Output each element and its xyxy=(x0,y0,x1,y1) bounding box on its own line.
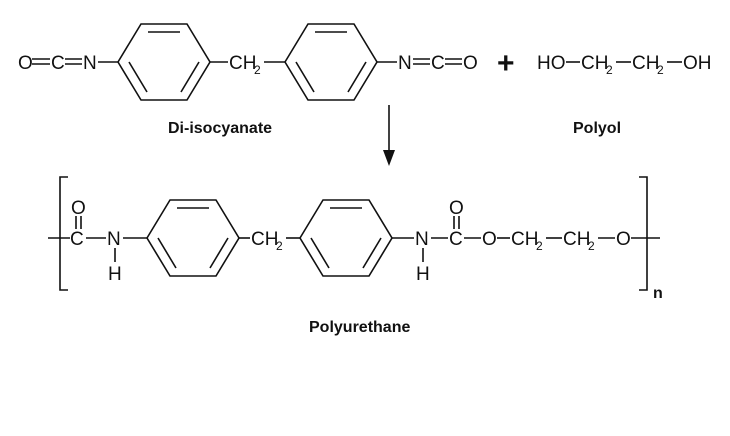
polyurethane-label: Polyurethane xyxy=(309,319,410,336)
chain-end-o: O xyxy=(616,229,631,250)
chain-sub-a: 2 xyxy=(536,239,543,253)
urethane-h-right: H xyxy=(416,264,430,285)
chain-sub-b: 2 xyxy=(588,239,595,253)
benzene-ring xyxy=(146,199,240,277)
left-bracket xyxy=(59,176,68,291)
chain-ch-a: CH xyxy=(511,229,538,250)
benzene-ring xyxy=(117,23,211,101)
polyol-ho: HO xyxy=(537,53,566,74)
polyol-molecule: HO CH 2 CH 2 OH xyxy=(537,53,712,77)
left-isocyanate-n: N xyxy=(83,53,97,74)
chain-ch-b: CH xyxy=(563,229,590,250)
right-isocyanate-o: O xyxy=(463,53,478,74)
product-bridge-ch: CH xyxy=(251,229,278,250)
product-bridge-sub: 2 xyxy=(276,239,283,253)
right-isocyanate-n: N xyxy=(398,53,412,74)
polyol-sub-b: 2 xyxy=(657,63,664,77)
ester-o: O xyxy=(482,229,497,250)
urethane-c-right: C xyxy=(449,229,463,250)
reaction-arrow xyxy=(383,105,395,166)
benzene-ring xyxy=(299,199,393,277)
polyurethane-molecule: C O N H CH 2 N H C xyxy=(48,176,663,302)
polyol-sub-a: 2 xyxy=(606,63,613,77)
plus-sign: + xyxy=(497,47,515,80)
polyol-oh: OH xyxy=(683,53,712,74)
bridge-ch: CH xyxy=(229,53,256,74)
right-bracket xyxy=(639,176,648,291)
polyol-label: Polyol xyxy=(573,120,621,137)
carbonyl-o-left: O xyxy=(71,198,86,219)
urethane-n-right: N xyxy=(415,229,429,250)
diisocyanate-molecule: O C N CH 2 N C xyxy=(18,23,478,101)
left-isocyanate-o: O xyxy=(18,53,33,74)
diisocyanate-label: Di-isocyanate xyxy=(168,120,272,137)
repeat-n: n xyxy=(653,285,663,302)
left-isocyanate-c: C xyxy=(51,53,65,74)
polyol-ch-a: CH xyxy=(581,53,608,74)
carbonyl-o-right: O xyxy=(449,198,464,219)
urethane-n-left: N xyxy=(107,229,121,250)
right-isocyanate-c: C xyxy=(431,53,445,74)
urethane-c-left: C xyxy=(70,229,84,250)
urethane-h-left: H xyxy=(108,264,122,285)
polyol-ch-b: CH xyxy=(632,53,659,74)
benzene-ring xyxy=(284,23,378,101)
bridge-sub: 2 xyxy=(254,63,261,77)
